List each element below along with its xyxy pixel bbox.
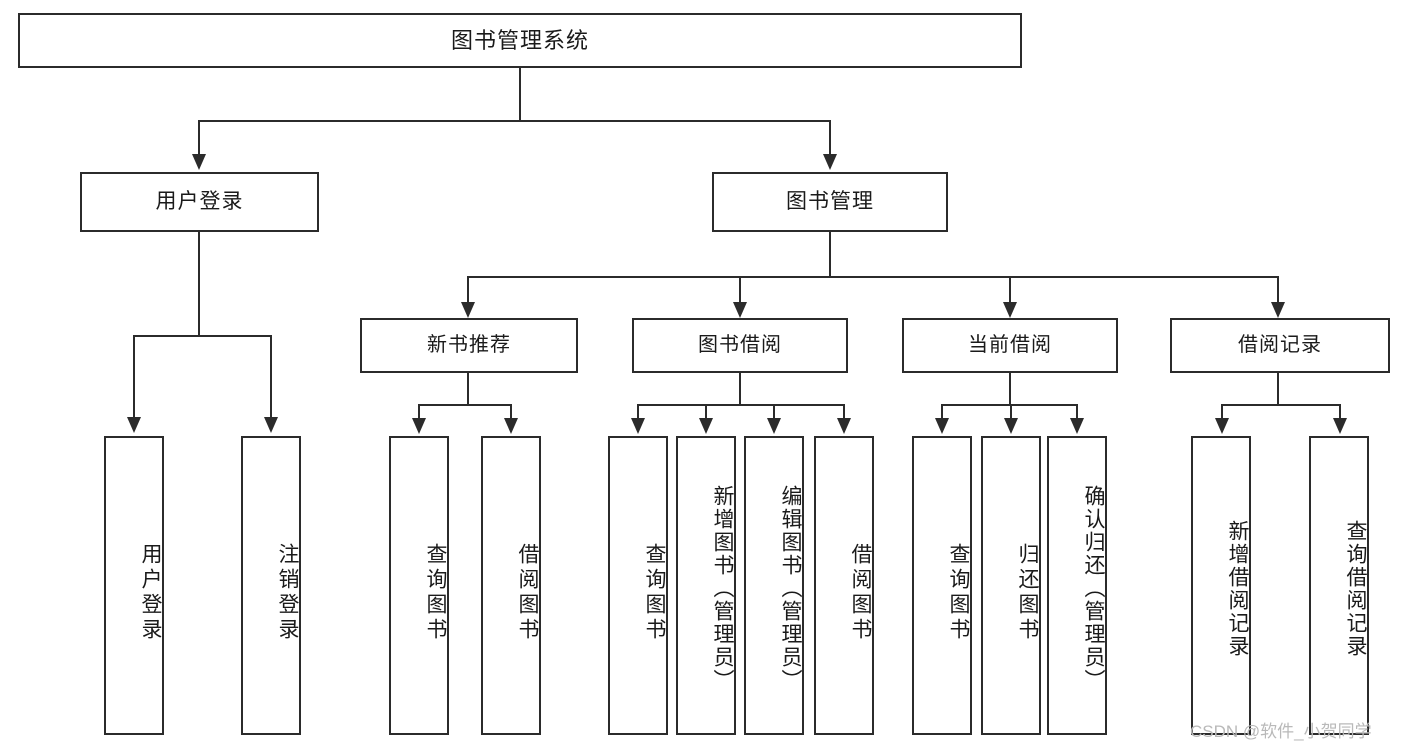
node-label: 确认归还（管理员）	[1082, 485, 1105, 692]
arrow-current-borrow-leaf-3-icon	[1070, 418, 1084, 434]
connector-current-borrow-leaf-1	[941, 404, 943, 420]
arrow-root-to-book-management-icon	[823, 154, 837, 170]
connector-bm-to-book-borrow	[739, 276, 741, 304]
arrow-borrow-record-leaf-2-icon	[1333, 418, 1347, 434]
connector-user-login-bar	[133, 335, 272, 337]
arrow-root-to-user-login-icon	[192, 154, 206, 170]
node-label: 当前借阅	[968, 334, 1052, 356]
arrow-book-borrow-leaf-3-icon	[767, 418, 781, 434]
connector-book-borrow-leaf-1	[637, 404, 639, 420]
node-label: 编辑图书（管理员）	[779, 485, 802, 692]
arrow-book-borrow-leaf-4-icon	[837, 418, 851, 434]
connector-root-bar	[198, 120, 831, 122]
leaf-book-borrow-edit-book-admin[interactable]: 编辑图书（管理员）	[744, 436, 804, 735]
connector-book-management-bar	[467, 276, 1278, 278]
connector-borrow-record-leaf-2	[1339, 404, 1341, 420]
connector-book-borrow-leaf-4	[843, 404, 845, 420]
leaf-new-book-borrow-book[interactable]: 借阅图书	[481, 436, 541, 735]
leaf-book-borrow-borrow-book[interactable]: 借阅图书	[814, 436, 874, 735]
node-label: 图书管理系统	[450, 27, 589, 53]
node-current-borrow[interactable]: 当前借阅	[902, 318, 1118, 373]
node-label: 新增图书（管理员）	[711, 485, 734, 692]
connector-user-login-leaf-1	[133, 335, 135, 419]
connector-root-to-user-login	[198, 120, 200, 156]
connector-borrow-record-stem	[1277, 373, 1279, 404]
leaf-current-borrow-confirm-return-admin[interactable]: 确认归还（管理员）	[1047, 436, 1107, 735]
connector-new-book-stem	[467, 373, 469, 404]
leaf-current-borrow-query-book[interactable]: 查询图书	[912, 436, 972, 735]
connector-user-login-stem	[198, 232, 200, 335]
connector-book-borrow-leaf-2	[705, 404, 707, 420]
arrow-new-book-leaf-2-icon	[504, 418, 518, 434]
arrow-bm-to-new-book-icon	[461, 302, 475, 318]
connector-current-borrow-stem	[1009, 373, 1011, 404]
connector-book-borrow-stem	[739, 373, 741, 404]
arrow-bm-to-borrow-record-icon	[1271, 302, 1285, 318]
leaf-user-login-logout[interactable]: 注销登录	[241, 436, 301, 735]
node-label: 图书管理	[786, 189, 874, 213]
arrow-new-book-leaf-1-icon	[412, 418, 426, 434]
connector-root-to-book-management	[829, 120, 831, 156]
leaf-borrow-record-query-record[interactable]: 查询借阅记录	[1309, 436, 1369, 735]
node-label: 借阅记录	[1238, 334, 1322, 356]
arrow-borrow-record-leaf-1-icon	[1215, 418, 1229, 434]
connector-book-management-stem	[829, 232, 831, 276]
connector-new-book-leaf-1	[418, 404, 420, 420]
node-label: 新增借阅记录	[1226, 519, 1249, 658]
node-root-book-management-system[interactable]: 图书管理系统	[18, 13, 1022, 68]
arrow-current-borrow-leaf-2-icon	[1004, 418, 1018, 434]
node-label: 查询图书	[947, 542, 970, 643]
connector-new-book-leaf-2	[510, 404, 512, 420]
node-label: 用户登录	[155, 189, 244, 213]
leaf-current-borrow-return-book[interactable]: 归还图书	[981, 436, 1041, 735]
connector-book-borrow-leaf-3	[773, 404, 775, 420]
connector-borrow-record-leaf-1	[1221, 404, 1223, 420]
node-label: 图书借阅	[698, 334, 782, 356]
watermark-text: CSDN @软件_小贺同学	[1190, 722, 1372, 741]
arrow-book-borrow-leaf-2-icon	[699, 418, 713, 434]
node-label: 归还图书	[1016, 542, 1039, 643]
leaf-borrow-record-add-record[interactable]: 新增借阅记录	[1191, 436, 1251, 735]
connector-current-borrow-bar	[941, 404, 1078, 406]
node-label: 注销登录	[276, 542, 299, 643]
connector-bm-to-borrow-record	[1277, 276, 1279, 304]
leaf-book-borrow-add-book-admin[interactable]: 新增图书（管理员）	[676, 436, 736, 735]
node-book-management[interactable]: 图书管理	[712, 172, 948, 232]
node-label: 用户登录	[139, 542, 162, 643]
node-new-book-recommend[interactable]: 新书推荐	[360, 318, 578, 373]
node-borrow-record[interactable]: 借阅记录	[1170, 318, 1390, 373]
node-book-borrow[interactable]: 图书借阅	[632, 318, 848, 373]
connector-bm-to-new-book	[467, 276, 469, 304]
node-label: 查询借阅记录	[1344, 519, 1367, 658]
arrow-bm-to-current-borrow-icon	[1003, 302, 1017, 318]
arrow-user-login-leaf-1-icon	[127, 417, 141, 433]
arrow-bm-to-book-borrow-icon	[733, 302, 747, 318]
connector-root-stem	[519, 68, 521, 120]
connector-user-login-leaf-2	[270, 335, 272, 419]
connector-new-book-bar	[418, 404, 512, 406]
node-label: 查询图书	[424, 542, 447, 643]
node-label: 新书推荐	[427, 334, 511, 356]
node-user-login[interactable]: 用户登录	[80, 172, 319, 232]
connector-bm-to-current-borrow	[1009, 276, 1011, 304]
connector-borrow-record-bar	[1221, 404, 1341, 406]
arrow-current-borrow-leaf-1-icon	[935, 418, 949, 434]
arrow-book-borrow-leaf-1-icon	[631, 418, 645, 434]
leaf-user-login-login[interactable]: 用户登录	[104, 436, 164, 735]
leaf-new-book-query-book[interactable]: 查询图书	[389, 436, 449, 735]
node-label: 借阅图书	[849, 542, 872, 643]
arrow-user-login-leaf-2-icon	[264, 417, 278, 433]
node-label: 查询图书	[643, 542, 666, 643]
node-label: 借阅图书	[516, 542, 539, 643]
connector-current-borrow-leaf-2	[1010, 404, 1012, 420]
leaf-book-borrow-query-book[interactable]: 查询图书	[608, 436, 668, 735]
connector-current-borrow-leaf-3	[1076, 404, 1078, 420]
connector-book-borrow-bar	[637, 404, 845, 406]
